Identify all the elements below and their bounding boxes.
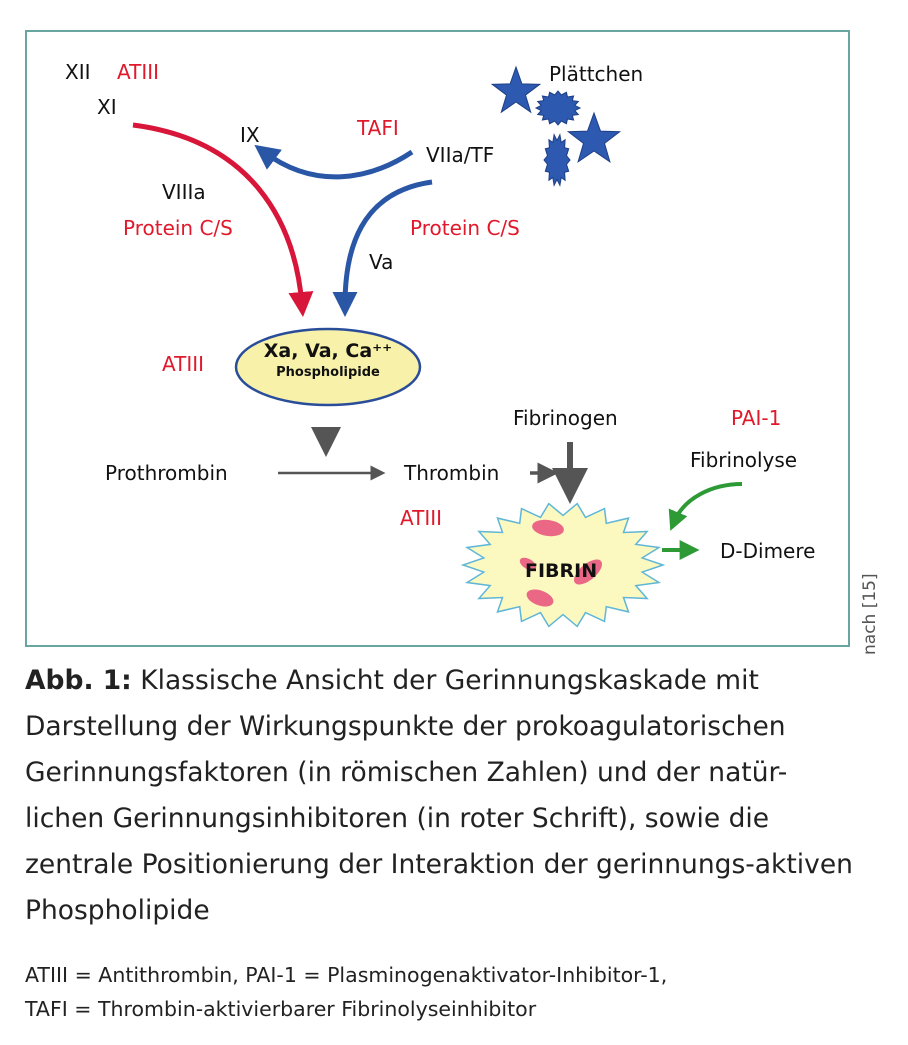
- green-arrow-fibrinolysis: [668, 482, 743, 531]
- phospholipid-complex-ellipse: [234, 327, 422, 407]
- thrombin-label: Thrombin: [404, 461, 500, 485]
- platelet-spiky-icon: [534, 90, 582, 126]
- blue-arrow-extrinsic: [332, 179, 433, 318]
- fibrinogen-label: Fibrinogen: [513, 406, 618, 430]
- blue-arrow-viia-to-ix: [254, 144, 414, 180]
- platelet-star-icon: [566, 111, 622, 163]
- fibrinolyse-label: Fibrinolyse: [690, 448, 798, 472]
- inhibitor-protein-cs-right-label: Protein C/S: [410, 216, 520, 240]
- inhibitor-protein-cs-left-label: Protein C/S: [123, 216, 233, 240]
- platelet-spiky-icon: [543, 133, 571, 187]
- factor-xii-label: XII: [65, 60, 91, 84]
- fibrin-strand: [573, 559, 603, 585]
- complex-sub-label: Phospholipide: [276, 365, 380, 380]
- caption-label: Abb. 1:: [25, 665, 132, 696]
- red-arrow-intrinsic: [132, 122, 314, 317]
- inhibitor-pai1-label: PAI-1: [731, 406, 782, 430]
- fibrin-label: FIBRIN: [525, 560, 598, 582]
- inhibitor-atiii-left-label: ATIII: [162, 352, 205, 376]
- fibrin-strand: [532, 519, 564, 537]
- inhibitor-atiii-top-label: ATIII: [117, 60, 160, 84]
- factor-ix-label: IX: [240, 123, 260, 147]
- diagram-frame: [25, 30, 850, 647]
- factor-viiia-label: VIIIa: [162, 180, 206, 204]
- caption-text: Klassische Ansicht der Gerinnungskaskade…: [25, 665, 853, 926]
- factor-xi-label: XI: [97, 95, 117, 119]
- platelets-label: Plättchen: [549, 62, 644, 86]
- factor-va-label: Va: [369, 250, 394, 274]
- fibrin-strand: [519, 557, 537, 571]
- footnote-line: TAFI = Thrombin-aktivierbarer Fibrinolys…: [25, 997, 537, 1021]
- d-dimere-label: D-Dimere: [720, 539, 816, 563]
- inhibitor-tafi-label: TAFI: [357, 116, 399, 140]
- platelet-star-icon: [490, 65, 542, 114]
- footnote-line: ATIII = Antithrombin, PAI-1 = Plasminoge…: [25, 963, 668, 987]
- figure-caption: Abb. 1: Klassische Ansicht der Gerinnung…: [25, 658, 865, 934]
- complex-main-label: Xa, Va, Ca⁺⁺: [263, 340, 393, 362]
- prothrombin-label: Prothrombin: [105, 461, 228, 485]
- factor-viia-tf-label: VIIa/TF: [426, 143, 495, 167]
- fibrin-strand: [526, 589, 554, 607]
- source-note: nach [15]: [860, 573, 880, 655]
- fibrin-clot-shape: [460, 502, 666, 628]
- phospholipid-complex-label: Xa, Va, Ca⁺⁺ Phospholipide: [238, 340, 418, 380]
- abbreviation-footnote: ATIII = Antithrombin, PAI-1 = Plasminoge…: [25, 958, 885, 1026]
- inhibitor-atiii-bottom-label: ATIII: [400, 506, 443, 530]
